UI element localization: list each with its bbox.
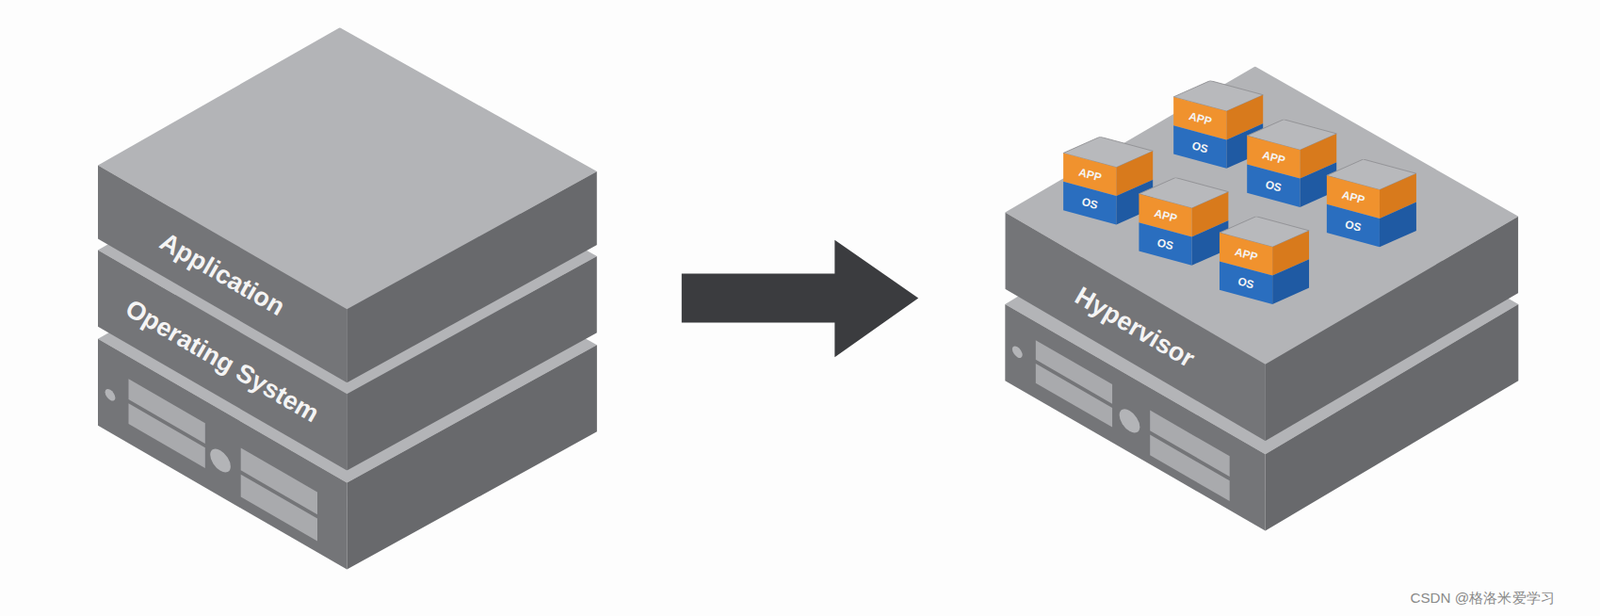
block-face <box>1326 204 1380 248</box>
block-outline <box>97 27 598 383</box>
stack-layer: HypervisorAPPOSAPPOSAPPOSAPPOSAPPOSAPPOS <box>1004 65 1519 441</box>
block-face <box>1173 125 1227 169</box>
block-outline <box>1246 119 1337 210</box>
watermark: CSDN @格洛米爱学习 <box>1409 589 1555 609</box>
block-face <box>1246 163 1300 208</box>
block-face <box>346 256 597 471</box>
vm-block: APPOS <box>1246 119 1337 210</box>
block-outline <box>1326 159 1417 249</box>
vm-block: APPOS <box>1326 159 1417 249</box>
block-outline <box>1219 216 1310 307</box>
vm-block: APPOS <box>1219 216 1310 307</box>
block-face <box>1379 202 1417 248</box>
block-face <box>97 249 347 470</box>
vm-block: APPOS <box>1138 177 1229 268</box>
block-face <box>1219 260 1273 305</box>
block-face <box>1138 222 1192 266</box>
block-face <box>1265 216 1520 441</box>
block-face <box>1272 258 1310 305</box>
block-face <box>1063 181 1116 226</box>
transform-arrow <box>681 240 919 358</box>
stack-layer: Application <box>97 27 598 383</box>
block-outline <box>1138 177 1229 268</box>
